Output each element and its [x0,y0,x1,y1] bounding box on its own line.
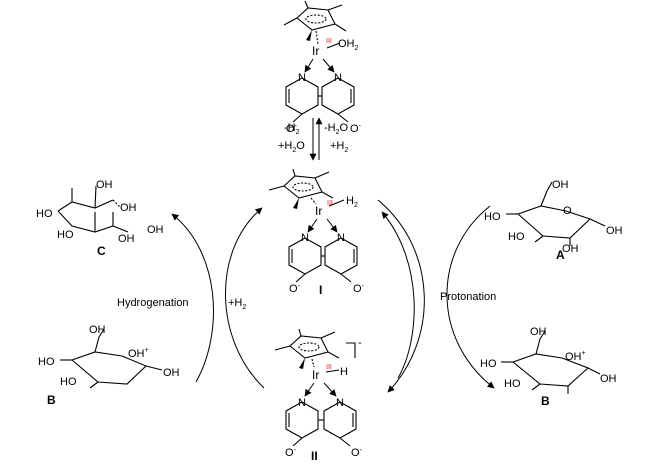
n-metal-coordination-left [304,58,314,73]
n-metal-coordination-left [307,218,318,233]
group-4: HO [57,229,74,241]
cp-star-ring [274,328,340,369]
oxidation-state-label: III [326,38,332,45]
group-2: OH [120,202,137,214]
compound-label-II: II [311,449,318,463]
complex-charge: - [358,337,362,349]
compound-label-B: B [47,393,56,407]
ring-oxonium: OH+ [565,350,586,363]
equilibrium-arrows [309,117,323,161]
oxidation-state-label: III [327,200,333,207]
cp-metal-bond [311,358,315,368]
n-metal-coordination-right [326,218,338,233]
group-6: OH [147,224,164,236]
cp-metal-bond [310,197,317,205]
h2-addition-label: +H2 [228,297,246,311]
protonation-label: Protonation [440,291,496,303]
complex-I: Ir III H2 N N O- O- I [268,168,365,297]
oxide-left: O- [286,123,298,135]
group-3: HO [484,211,501,223]
metal-symbol: Ir [312,44,319,58]
group-4: HO [508,231,525,243]
anion-bracket [346,342,356,358]
cp-star-ring [283,0,347,41]
aqua-ligand: OH2 [338,38,359,52]
group-3: HO [480,358,497,370]
sugar-B-right: OH OH+ HO HO OH B [480,326,617,408]
pyridine-n-left: N [298,72,306,84]
oxidation-state-label: III [326,364,332,371]
group-4: HO [504,378,521,390]
sugar-B-left: OH OH+ HO HO OH B [38,324,180,407]
oxide-left: O- [289,283,301,295]
dihydrogen-ligand: H2 [346,195,358,209]
bipyridine-ligand [285,401,357,447]
n-metal-coordination-right [322,58,335,73]
group-5: OH [562,243,579,255]
hydride-bond [325,369,340,373]
group-3: HO [36,208,53,220]
group-1: OH [530,326,547,338]
pyridine-n-left: N [301,232,309,244]
cycle-arrows [171,199,495,393]
oxide-right: O- [350,123,362,135]
group-6: OH [606,225,623,237]
group-1: OH [96,179,113,191]
group-5: OH [163,367,180,379]
group-1: OH [552,179,569,191]
bipyridine-ligand [288,237,358,283]
pyridine-n-left: N [298,397,306,409]
hydride-ligand: H [340,366,348,378]
complex-II: Ir III H - N N O- O- II [274,328,363,463]
aqua-bond [326,42,341,49]
sugar-A: OH O HO HO OH OH A [484,179,623,262]
compound-label-B: B [541,394,550,408]
group-3: HO [38,356,55,368]
equilibrium-left-top: -H2 [284,122,300,136]
compound-label-A: A [556,248,565,262]
compound-label-I: I [319,283,322,297]
cp-star-ring [268,168,334,209]
bipyridine-ligand [285,77,355,123]
pyridine-n-right: N [336,397,344,409]
group-5: OH [600,373,617,385]
ring-oxonium: OH+ [128,347,149,360]
cp-metal-bond [315,30,319,45]
n-metal-coordination-right [323,382,337,397]
group-1: OH [89,324,106,336]
oxide-right: O- [351,447,363,459]
group-5: OH [118,233,135,245]
equilibrium-left-bottom: +H2O [278,140,305,154]
oxide-left: O- [285,447,297,459]
aqua-iridium-complex: Ir III OH2 N N O- O- [283,0,362,135]
dihydrogen-bond [328,199,345,207]
group-4: HO [60,376,77,388]
ring-oxygen: O [563,205,572,217]
metal-symbol: Ir [315,204,322,218]
hydrogenation-label: Hydrogenation [117,297,189,309]
pyridine-n-right: N [337,232,345,244]
compound-label-C: C [97,244,106,258]
equilibrium-right-top: -H2O [324,122,349,136]
equilibrium-right-bottom: +H2 [330,140,348,154]
pyridine-n-right: N [334,72,342,84]
metal-symbol: Ir [312,368,319,382]
oxide-right: O- [353,283,365,295]
sugar-C: OH OH HO HO OH OH C [36,179,164,258]
n-metal-coordination-left [304,382,315,397]
